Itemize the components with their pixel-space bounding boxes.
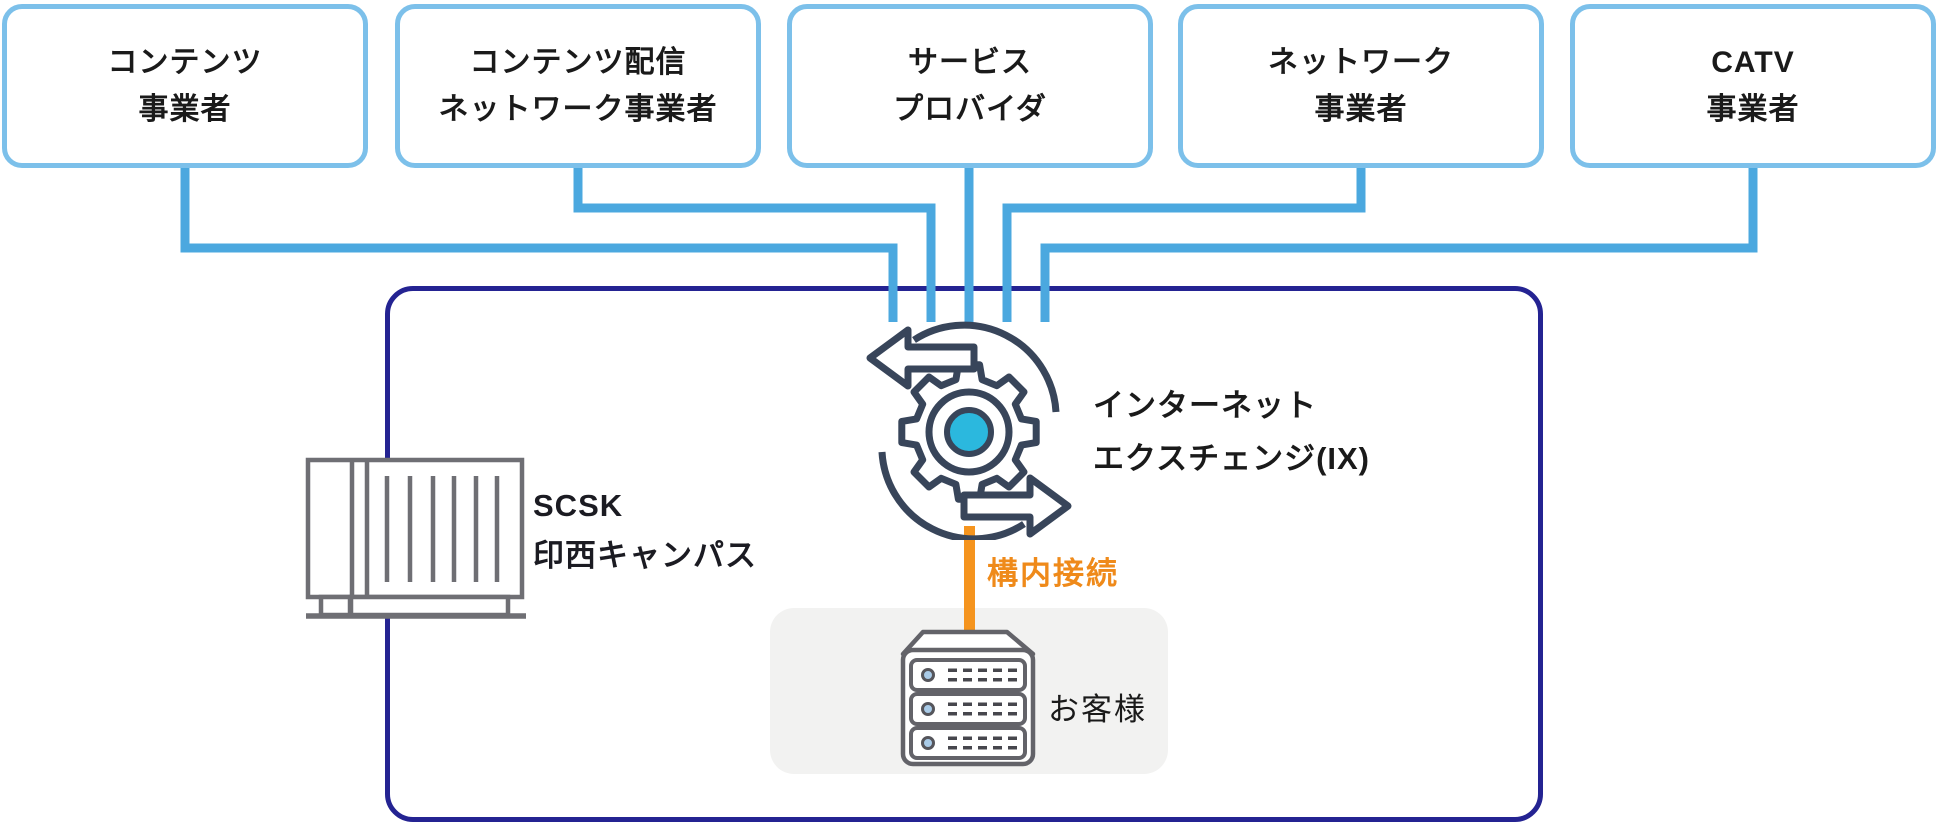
building-icon xyxy=(305,457,526,619)
ix-label-line: インターネット xyxy=(1093,388,1317,423)
cycle-arrow-left-icon xyxy=(866,321,1060,413)
connector-line-cdn-provider xyxy=(573,166,936,322)
provider-box-catv: CATV 事業者 xyxy=(1570,4,1936,168)
premises-connection-label: 構内接続 xyxy=(987,556,1119,591)
provider-box-service: サービス プロバイダ xyxy=(787,4,1153,168)
server-rack-icon xyxy=(900,629,1036,767)
server-led-lights xyxy=(921,668,935,750)
connector-line-network-provider xyxy=(1002,166,1366,322)
gear-icon xyxy=(898,361,1040,503)
provider-box-content: コンテンツ 事業者 xyxy=(2,4,368,168)
provider-label: ネットワーク事業者 xyxy=(438,93,718,126)
ix-label-line: エクスチェンジ(IX) xyxy=(1093,441,1371,476)
provider-box-cdn: コンテンツ配信 ネットワーク事業者 xyxy=(395,4,761,168)
campus-label: SCSK 印西キャンパス xyxy=(533,481,757,581)
provider-label: プロバイダ xyxy=(893,93,1047,126)
provider-label: コンテンツ xyxy=(107,46,263,79)
provider-box-network: ネットワーク 事業者 xyxy=(1178,4,1544,168)
provider-label: 事業者 xyxy=(138,93,232,126)
campus-name: 印西キャンパス xyxy=(533,538,757,573)
provider-label: 事業者 xyxy=(1706,93,1800,126)
ix-label: インターネット エクスチェンジ(IX) xyxy=(1093,379,1370,485)
server-vents xyxy=(948,668,1017,750)
cycle-arrow-right-icon xyxy=(878,451,1072,540)
gear-exchange-icon xyxy=(866,321,1072,540)
provider-label: CATV xyxy=(1711,46,1795,79)
connector-line-catv-provider xyxy=(1040,166,1758,322)
provider-label: コンテンツ配信 xyxy=(469,46,687,79)
customer-label: お客様 xyxy=(1048,692,1147,727)
premises-connection-line xyxy=(964,526,975,634)
provider-label: 事業者 xyxy=(1314,93,1408,126)
connector-line-content-provider xyxy=(180,166,898,322)
campus-name: SCSK xyxy=(533,488,624,523)
provider-label: ネットワーク xyxy=(1268,46,1454,79)
provider-label: サービス xyxy=(908,46,1032,79)
